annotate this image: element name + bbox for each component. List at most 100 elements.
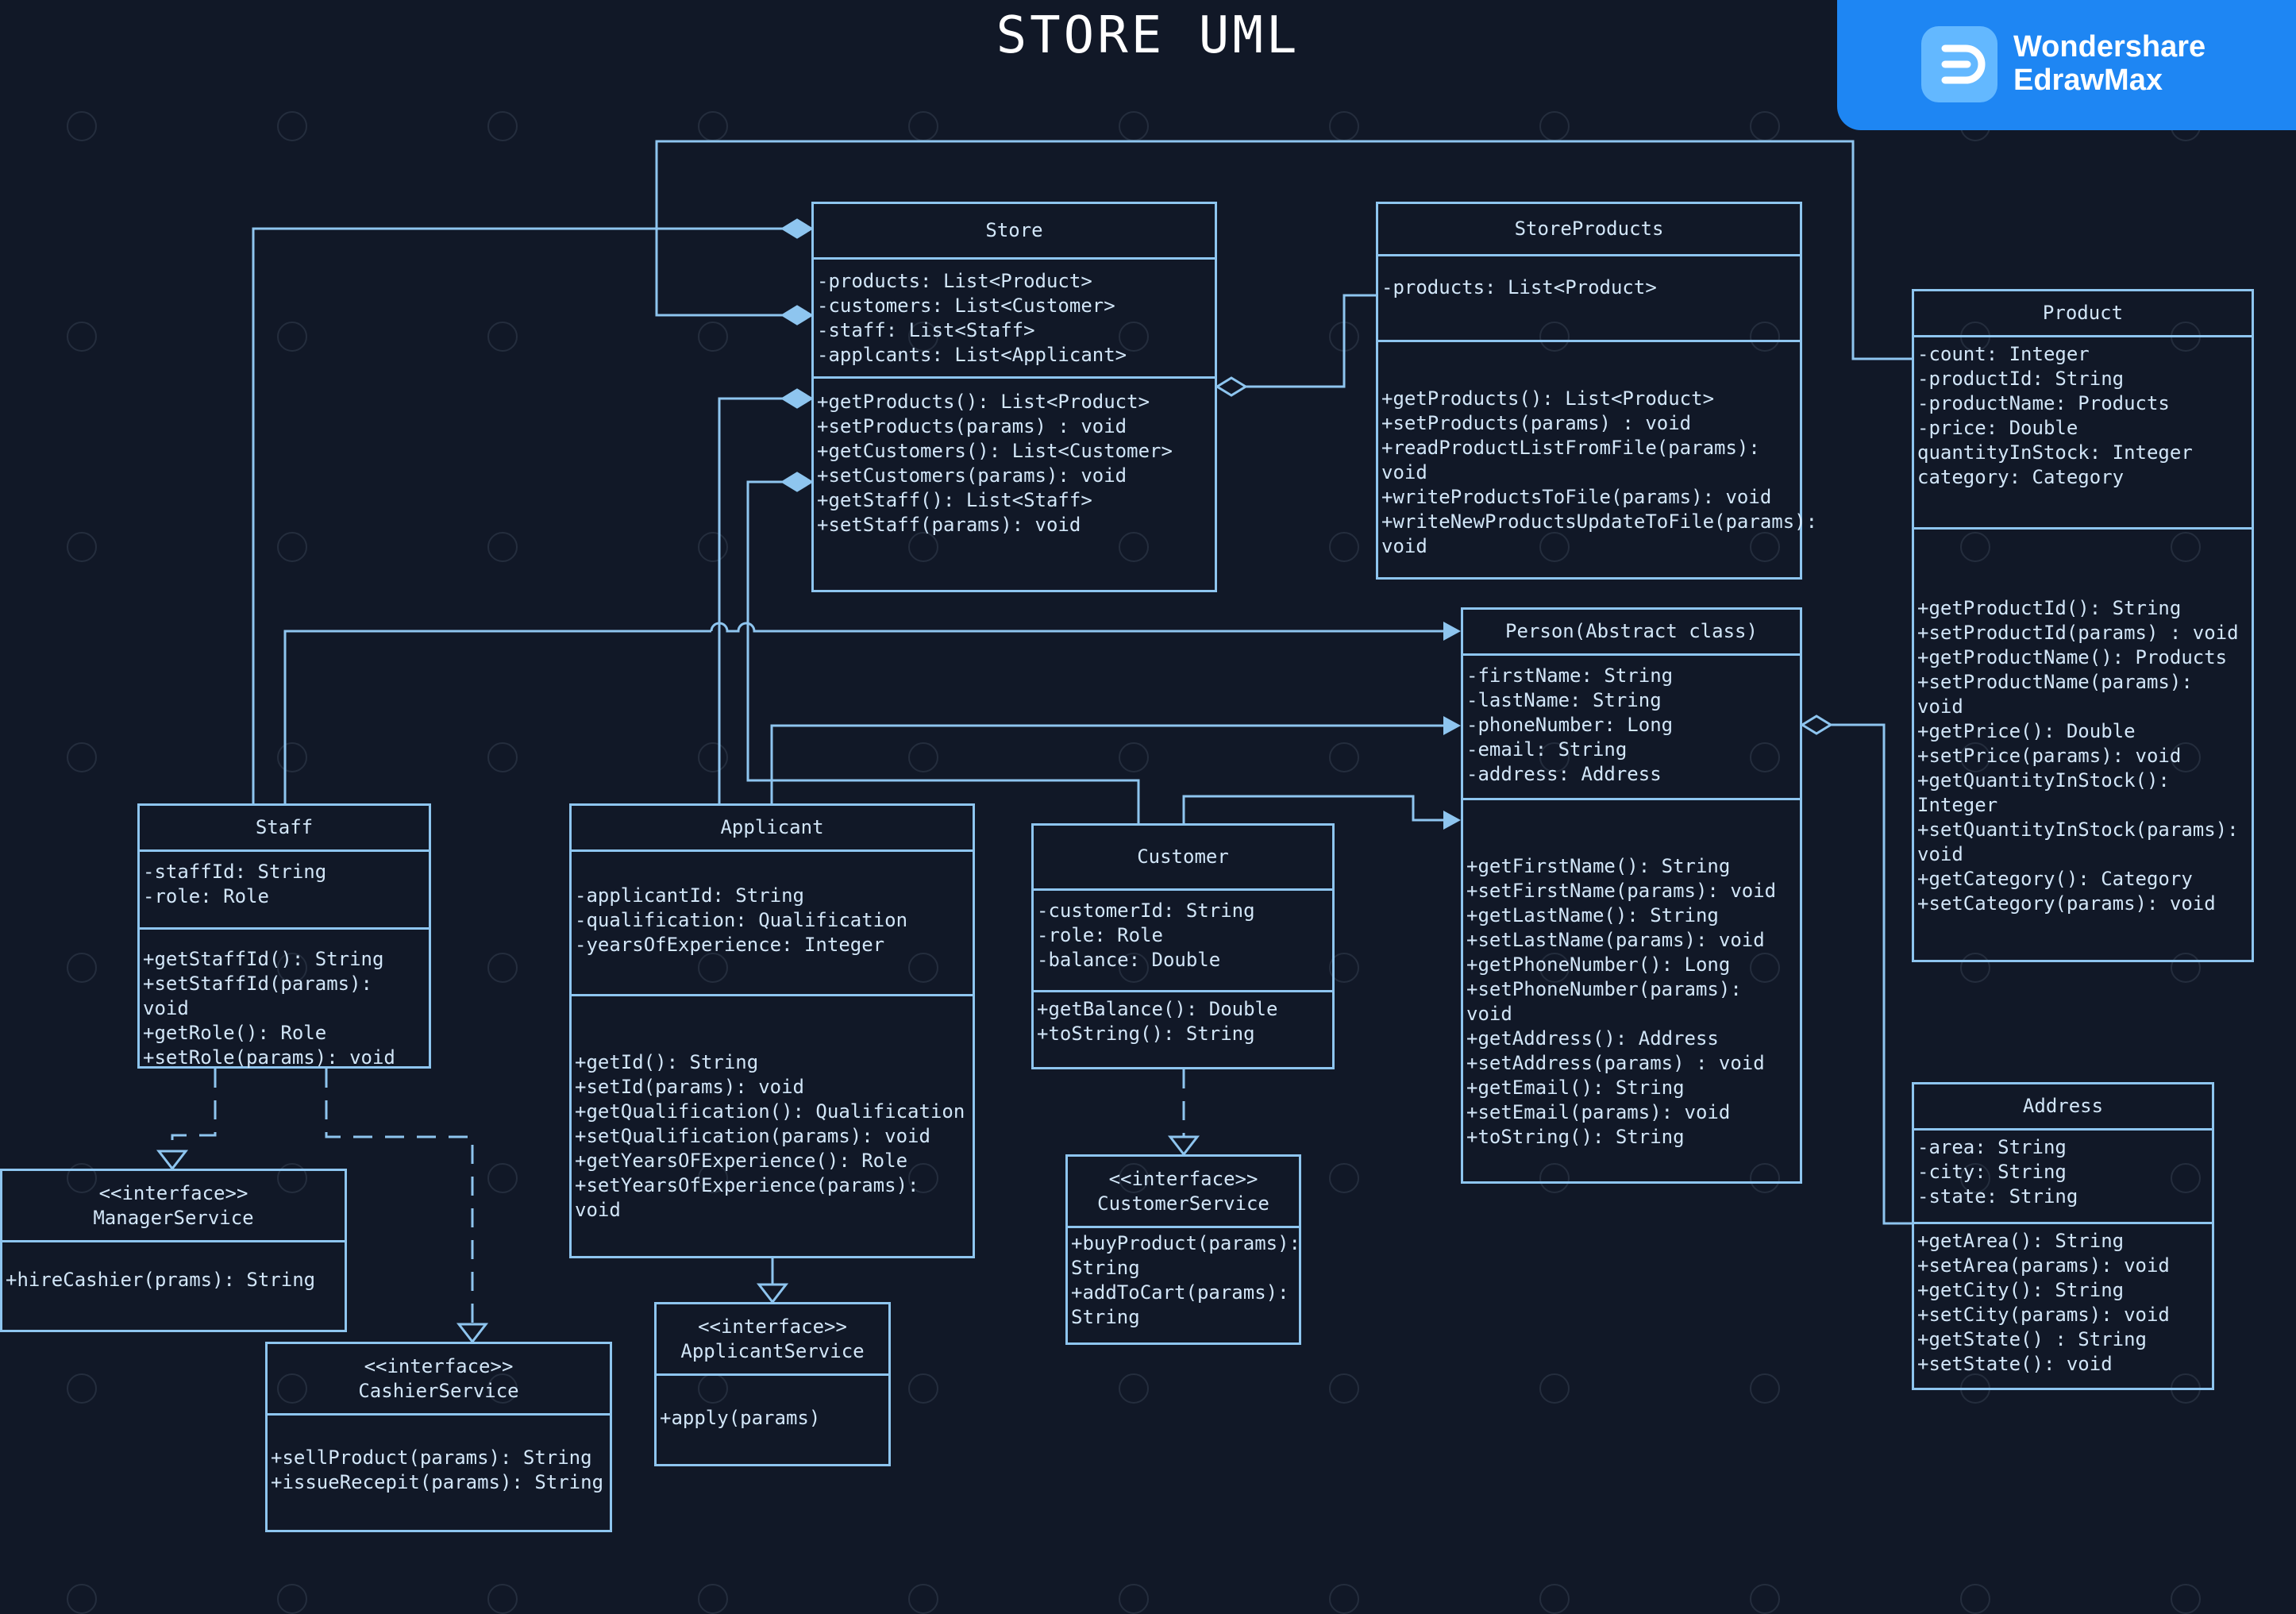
class-staff[interactable]: Staff -staffId: String-role: Role +getSt… [137,803,431,1069]
member-row: -customers: List<Customer> [817,295,1115,317]
member-row: +getEmail(): String [1466,1077,1685,1099]
member-row: +getLastName(): String [1466,904,1719,926]
realization-arrow [756,1283,789,1304]
member-row: +writeNewProductsUpdateToFile(params): v… [1381,510,1829,557]
watermark-icon [908,953,938,983]
member-row: +getState() : String [1917,1328,2147,1350]
watermark-icon [1539,1163,1570,1193]
watermark-icon [908,322,938,352]
member-row: -role: Role [143,885,269,907]
methods-section: +getProductId(): String+setProductId(par… [1914,530,2252,918]
member-row: -customerId: String [1037,899,1255,922]
member-row: +getProductName(): Products [1917,646,2228,668]
watermark-icon [1750,742,1780,772]
watermark-icon [487,1163,518,1193]
methods-section: +getProducts(): List<Product>+setProduct… [1378,342,1829,560]
watermark-icon [698,953,728,983]
interface-applicantservice[interactable]: <<interface>> ApplicantService +apply(pa… [654,1302,891,1466]
watermark-icon [908,1163,938,1193]
watermark-icon [1119,322,1149,352]
watermark-icon [1539,953,1570,983]
watermark-icon [1960,742,1990,772]
customer-person-link [1182,795,1443,823]
attributes-section: -applicantId: String-qualification: Qual… [572,852,973,996]
watermark-icon [67,1373,97,1404]
watermark-icon [698,1163,728,1193]
watermark-icon [1329,532,1359,562]
watermark-icon [67,532,97,562]
watermark-icon [1329,1373,1359,1404]
interface-managerservice[interactable]: <<interface>> ManagerService +hireCashie… [0,1169,347,1332]
watermark-icon [698,322,728,352]
realization-arrow [456,1323,489,1344]
member-row: -staff: List<Staff> [817,319,1035,341]
watermark-icon [1329,953,1359,983]
interface-cashierservice[interactable]: <<interface>> CashierService +sellProduc… [265,1342,612,1532]
member-row: +setPrice(params): void [1917,745,2182,767]
class-name: Address [1914,1084,2212,1131]
member-row: +getQuantityInStock(): Integer [1917,769,2182,816]
member-row: -yearsOfExperience: Integer [575,934,885,956]
class-store[interactable]: Store -products: List<Product>-customers… [811,202,1217,592]
customer-store-link [746,480,1140,823]
interface-name: <<interface>> CustomerService [1068,1157,1299,1228]
brand-badge[interactable]: Wondershare EdrawMax [1837,0,2296,130]
member-row: +setStaff(params): void [817,514,1081,536]
class-storeproducts[interactable]: StoreProducts -products: List<Product> +… [1376,202,1829,580]
member-row: -count: Integer [1917,343,2090,365]
member-row: -qualification: Qualification [575,909,908,931]
class-product[interactable]: Product -count: Integer-productId: Strin… [1912,289,2254,962]
member-row: +getYearsOFExperience(): Role [575,1150,908,1172]
watermark-icon [698,742,728,772]
interface-name: <<interface>> ManagerService [2,1171,345,1242]
member-row: -productName: Products [1917,392,2170,414]
member-row: -state: String [1917,1185,2078,1208]
watermark-icon [2171,953,2201,983]
watermark-icon [698,532,728,562]
watermark-icon [1119,532,1149,562]
member-row: +setId(params): void [575,1076,804,1098]
member-row: +getBalance(): Double [1037,998,1278,1020]
watermark-icon [1960,1163,1990,1193]
watermark-icon [2171,532,2201,562]
aggregation-diamond [1215,376,1248,397]
member-row: +setCity(params): void [1917,1304,2170,1326]
class-applicant[interactable]: Applicant -applicantId: String-qualifica… [569,803,975,1258]
class-customer[interactable]: Customer -customerId: String-role: Role-… [1031,823,1335,1069]
member-row: +getId(): String [575,1051,759,1073]
generalization-arrow [1443,622,1461,641]
class-name: Customer [1034,826,1332,891]
member-row: +getProducts(): List<Product> [817,391,1150,413]
watermark-icon [1119,953,1149,983]
class-person[interactable]: Person(Abstract class) -firstName: Strin… [1461,607,1802,1184]
methods-section: +apply(params) [657,1376,888,1432]
methods-section: +hireCashier(prams): String [2,1242,345,1294]
member-row: -email: String [1466,738,1628,761]
member-row: +setStaffId(params): void [143,973,384,1019]
aggregation-diamond [1800,715,1833,735]
brand-line-1: Wondershare [2013,30,2206,64]
member-row: +setArea(params): void [1917,1254,2170,1277]
staff-person-link [283,630,711,803]
watermark-icon [1119,1163,1149,1193]
watermark-icon [67,322,97,352]
watermark-icon [1960,953,1990,983]
attributes-section: -staffId: String-role: Role [140,852,429,930]
composition-diamond [780,218,814,239]
methods-section: +getProducts(): List<Product>+setProduct… [814,379,1215,539]
member-row: category: Category [1917,466,2125,488]
member-row: +getStaffId(): String [143,948,384,970]
interface-customerservice[interactable]: <<interface>> CustomerService +buyProduc… [1065,1154,1301,1345]
member-row: +setRole(params): void [143,1046,395,1069]
watermark-icon [1539,322,1570,352]
watermark-icon [1750,532,1780,562]
member-row: +getCategory(): Category [1917,868,2193,890]
class-address[interactable]: Address -area: String-city: String-state… [1912,1082,2214,1390]
watermark-icon [1119,1373,1149,1404]
member-row: +setPhoneNumber(params): void [1466,978,1754,1025]
member-row: +setProductId(params) : void [1917,622,2239,644]
member-row: +getCity(): String [1917,1279,2125,1301]
methods-section: +sellProduct(params): String+issueRecepi… [268,1416,610,1497]
